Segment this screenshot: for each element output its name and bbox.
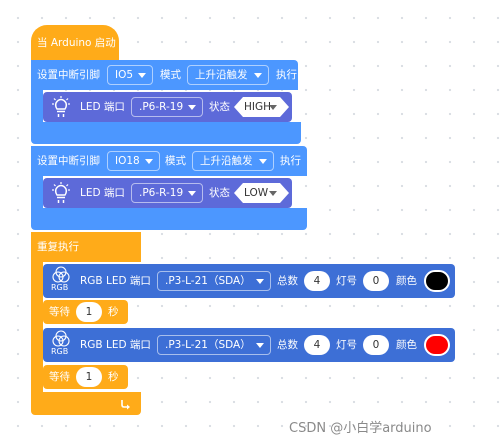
rgb-2-total-label: 总数 (277, 339, 298, 351)
interrupt-2-footer (31, 208, 307, 230)
rgb-2-total-input[interactable]: 4 (304, 335, 330, 355)
chevron-down-icon (256, 279, 264, 284)
rgb-2-label: RGB LED 端口 (80, 339, 151, 351)
chevron-down-icon (256, 343, 264, 348)
rgb-2-lamp-label: 灯号 (336, 339, 357, 351)
wait-2-seconds-input[interactable]: 1 (76, 367, 102, 387)
rgb-1-total-label: 总数 (277, 275, 298, 287)
led-1-label: LED 端口 (80, 101, 125, 113)
rgb-1-lamp-input[interactable]: 0 (363, 271, 389, 291)
chevron-down-icon (188, 105, 196, 110)
led-2-port-value: .P6-R-19 (139, 187, 184, 199)
rgb-1-port-value: .P3-L-21（SDA） (165, 275, 251, 287)
chevron-down-icon (259, 159, 267, 164)
rgb-2-icon-text: RGB (51, 347, 69, 356)
rgb-2-port-value: .P3-L-21（SDA） (165, 339, 251, 351)
rgb-2-color-swatch[interactable] (424, 334, 450, 356)
interrupt-1-pin-value: IO5 (115, 69, 134, 81)
rgb-2-lamp-input[interactable]: 0 (363, 335, 389, 355)
chevron-down-icon (269, 105, 277, 110)
wait-1-unit: 秒 (108, 306, 119, 318)
rgb-1-color-swatch[interactable] (424, 270, 450, 292)
forever-loop-c-arm (31, 262, 43, 392)
led-2-state-label: 状态 (209, 187, 230, 199)
interrupt-2-pin-dropdown[interactable]: IO18 (107, 151, 160, 171)
rgb-1-icon-text: RGB (51, 283, 69, 292)
led-bulb-icon (50, 182, 72, 204)
forever-loop-block[interactable] (31, 232, 141, 262)
rgb-1-port-dropdown[interactable]: .P3-L-21（SDA） (157, 271, 271, 291)
interrupt-1-prefix: 设置中断引脚 (37, 69, 100, 81)
led-1-port-dropdown[interactable]: .P6-R-19 (131, 97, 203, 117)
forever-loop-label: 重复执行 (37, 241, 79, 253)
loop-arrow-icon (119, 396, 133, 410)
interrupt-1-mode-dropdown[interactable]: 上升沿触发 (187, 65, 269, 85)
wait-1-seconds-input[interactable]: 1 (76, 302, 102, 322)
interrupt-1-pin-dropdown[interactable]: IO5 (107, 65, 153, 85)
chevron-down-icon (254, 73, 262, 78)
interrupt-1-exec-label: 执行 (276, 69, 297, 81)
watermark: CSDN @小白学arduino (289, 421, 432, 436)
chevron-down-icon (145, 159, 153, 164)
interrupt-2-prefix: 设置中断引脚 (37, 155, 100, 167)
rgb-icon (49, 265, 73, 295)
wait-1-label: 等待 (49, 306, 70, 318)
interrupt-1-mode-label: 模式 (160, 69, 181, 81)
interrupt-2-mode-value: 上升沿触发 (200, 155, 253, 167)
led-1-state-label: 状态 (209, 101, 230, 113)
rgb-1-total-input[interactable]: 4 (304, 271, 330, 291)
chevron-down-icon (188, 191, 196, 196)
interrupt-2-c-arm (31, 176, 43, 212)
interrupt-2-mode-dropdown[interactable]: 上升沿触发 (192, 151, 274, 171)
rgb-1-color-label: 颜色 (396, 275, 417, 287)
led-1-port-value: .P6-R-19 (139, 101, 184, 113)
led-2-port-dropdown[interactable]: .P6-R-19 (131, 183, 203, 203)
led-2-label: LED 端口 (80, 187, 125, 199)
chevron-down-icon (138, 73, 146, 78)
led-1-state-value: HIGH (244, 101, 272, 113)
led-1-state-dropdown[interactable]: HIGH (234, 97, 289, 117)
wait-2-label: 等待 (49, 371, 70, 383)
led-2-state-value: LOW (244, 187, 269, 199)
rgb-1-label: RGB LED 端口 (80, 275, 151, 287)
interrupt-1-c-arm (31, 90, 43, 126)
rgb-2-color-label: 颜色 (396, 339, 417, 351)
arduino-start-hat-block[interactable] (31, 25, 119, 60)
wait-2-unit: 秒 (108, 371, 119, 383)
interrupt-1-mode-value: 上升沿触发 (195, 69, 248, 81)
interrupt-1-footer (31, 122, 301, 144)
interrupt-2-exec-label: 执行 (280, 155, 301, 167)
led-2-state-dropdown[interactable]: LOW (234, 183, 289, 203)
chevron-down-icon (269, 191, 277, 196)
interrupt-2-pin-value: IO18 (115, 155, 140, 167)
led-bulb-icon (50, 96, 72, 118)
rgb-1-lamp-label: 灯号 (336, 275, 357, 287)
rgb-icon (49, 329, 73, 359)
interrupt-2-mode-label: 模式 (165, 155, 186, 167)
hat-label: 当 Arduino 启动 (37, 37, 116, 49)
forever-loop-footer (31, 392, 141, 415)
rgb-2-port-dropdown[interactable]: .P3-L-21（SDA） (157, 335, 271, 355)
